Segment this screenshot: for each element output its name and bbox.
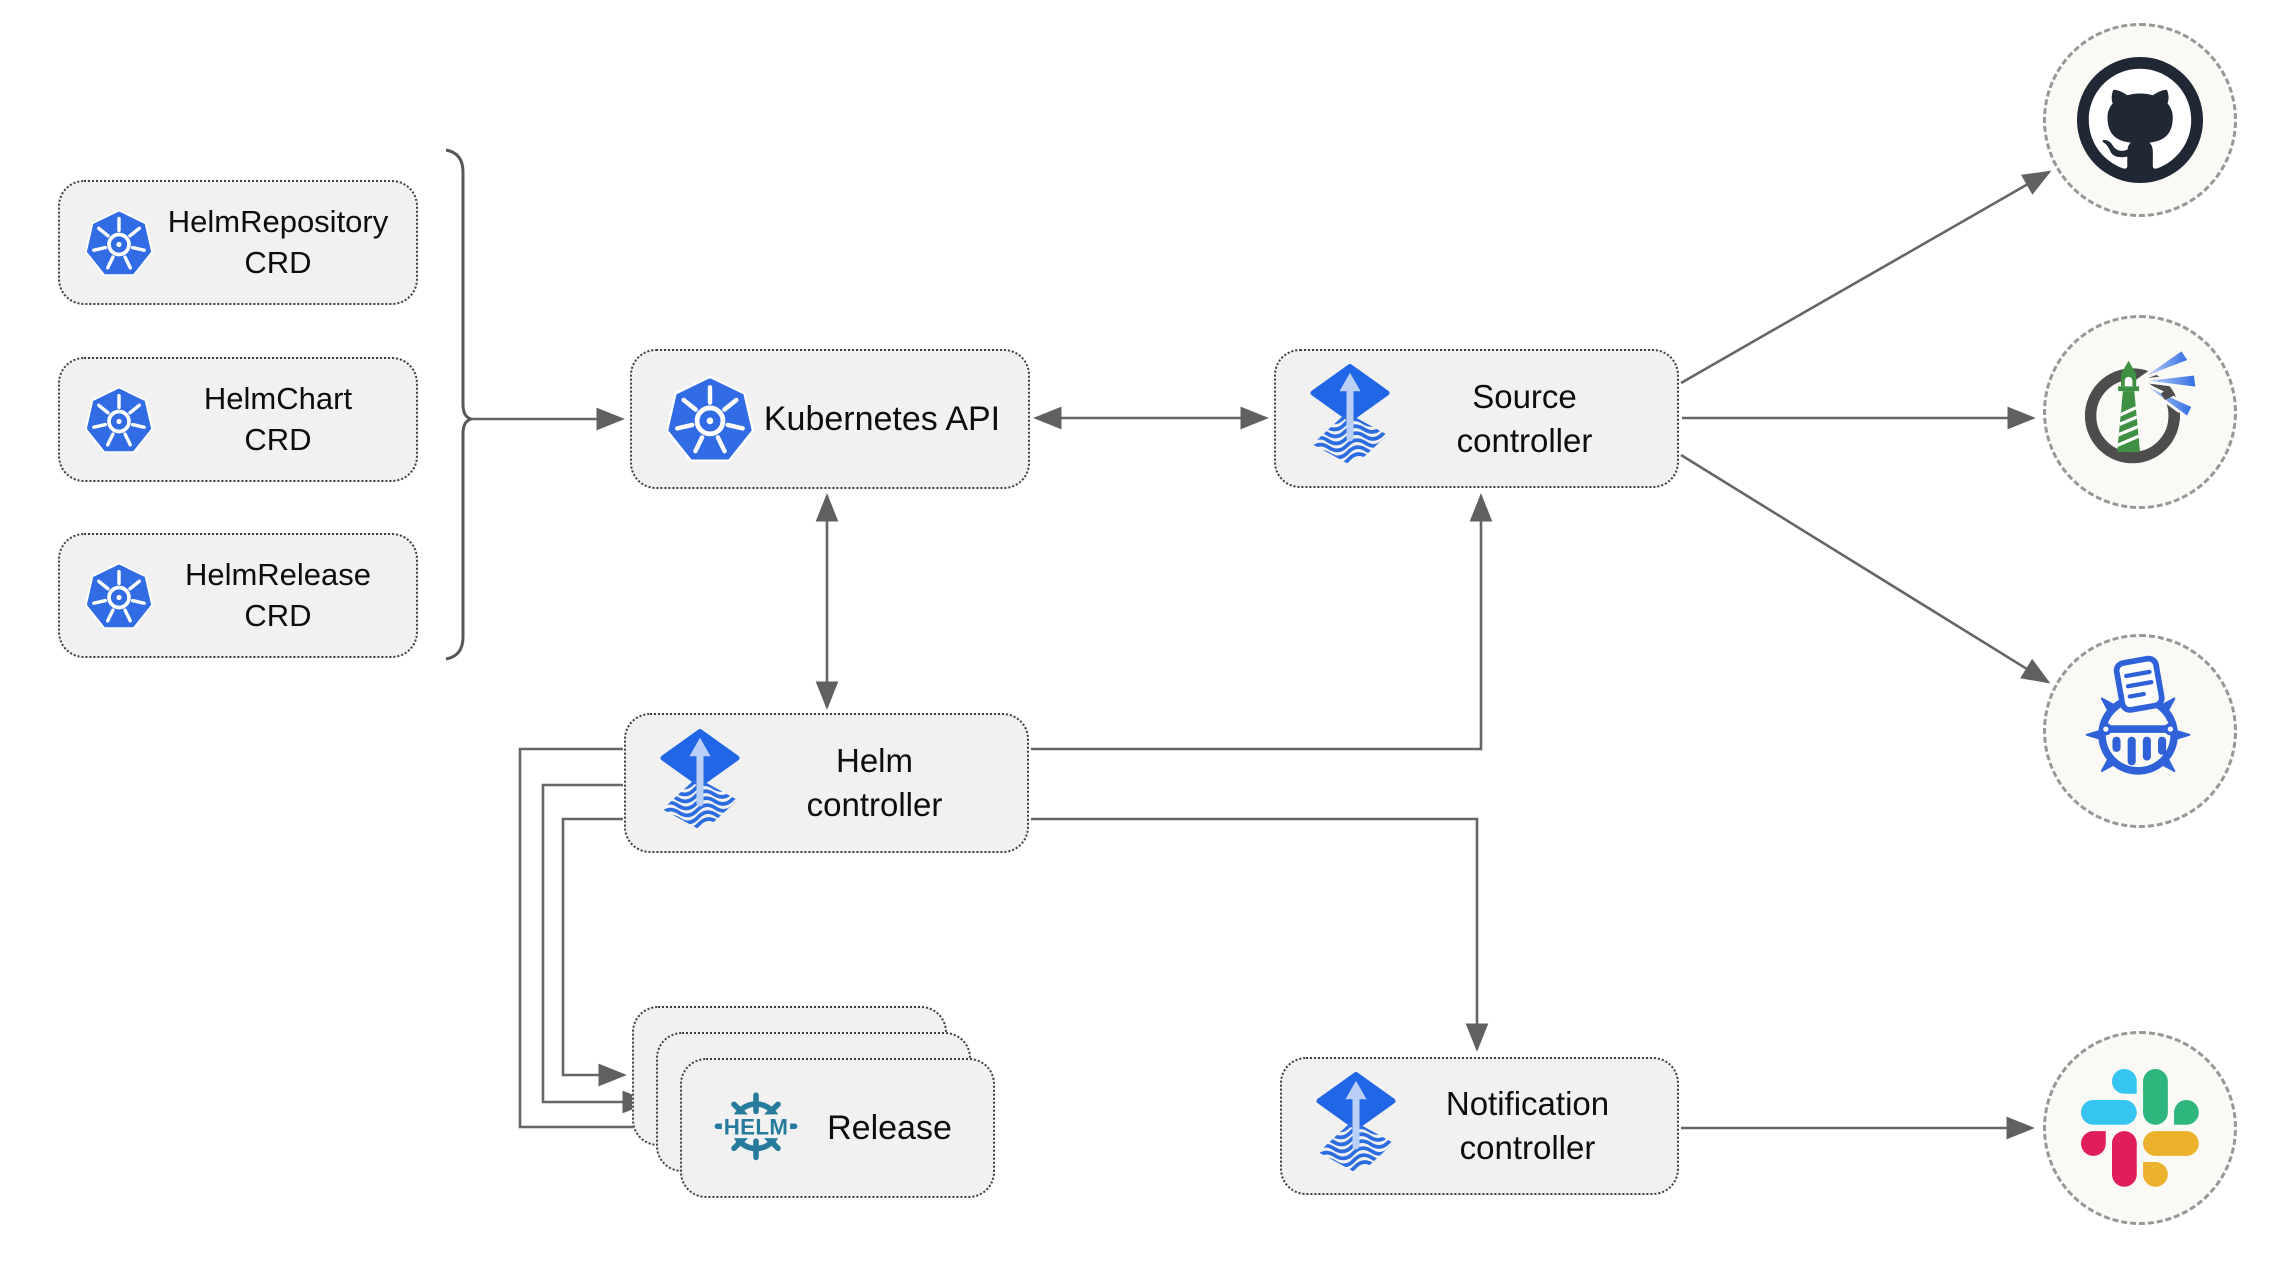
flux-icon [1306,364,1394,473]
arrow-helm-controller-to-release-middle [541,783,651,1114]
external-chartmuseum [2043,634,2237,828]
kubernetes-api-label: Kubernetes API [763,399,1001,438]
slack-icon [2081,1069,2199,1187]
external-github [2043,23,2237,217]
github-icon [2076,56,2204,184]
source-controller-label: Source controller [1456,377,1593,459]
crd-group-brace [445,148,476,661]
kubernetes-icon [662,371,758,467]
helm-controller-label: Helm controller [806,742,943,823]
kubernetes-icon [82,206,156,280]
node-helmrelease-crd: HelmRelease CRD [58,533,418,658]
flux-icon [656,729,744,838]
helmrelease-crd-label: HelmRelease CRD [184,556,372,633]
node-notification-controller: Notification controller [1280,1057,1679,1195]
external-harbor [2043,315,2237,509]
chartmuseum-icon [2085,655,2191,775]
harbor-lighthouse-icon [2084,347,2199,464]
node-helmchart-crd: HelmChart CRD [58,357,418,482]
node-release: HELM Release [680,1058,995,1198]
helm-icon: HELM [704,1084,808,1173]
helm-logo-text: HELM [724,1114,789,1139]
arrow-source-controller-to-github [1680,170,2052,385]
arrow-helm-controller-to-release-front [518,747,675,1139]
flux-icon [1312,1072,1400,1181]
node-helmrepository-crd: HelmRepository CRD [58,180,418,305]
node-source-controller: Source controller [1274,349,1679,488]
arrow-helm-controller-to-release-back [561,817,627,1087]
kubernetes-icon [82,559,156,633]
notification-controller-label: Notification controller [1445,1085,1610,1166]
release-label: Release [827,1108,952,1147]
external-slack [2043,1031,2237,1225]
arrow-source-controller-to-chartmuseum [1680,453,2051,684]
node-kubernetes-api: Kubernetes API [630,349,1030,489]
helmrepository-crd-label: HelmRepository CRD [167,203,389,280]
kubernetes-icon [82,383,156,457]
arrow-helm-controller-to-source-controller [1031,493,1493,751]
helmchart-crd-label: HelmChart CRD [203,380,353,457]
node-helm-controller: Helm controller [624,713,1029,853]
arrow-helm-controller-to-notification-controller [1031,817,1489,1052]
